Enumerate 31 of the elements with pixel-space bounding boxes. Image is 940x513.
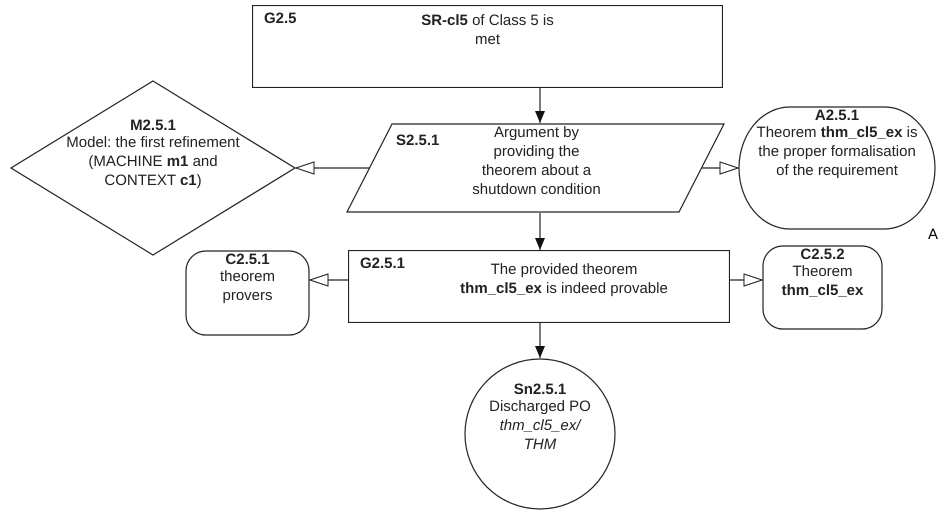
context-box bbox=[185, 250, 310, 336]
node-text: theorem provers bbox=[218, 267, 276, 305]
node-text: Discharged PO bbox=[489, 397, 591, 416]
node-annotation: A bbox=[928, 225, 938, 245]
node-text: SR-cl5 of Class 5 is met bbox=[420, 11, 555, 49]
goal-box bbox=[252, 5, 723, 88]
arrow bbox=[535, 213, 545, 250]
node-text: Theorem thm_cl5_ex is the proper formalisation of the requirement bbox=[756, 123, 918, 180]
strategy-parallelogram bbox=[346, 123, 725, 213]
context-box bbox=[762, 245, 883, 330]
arrow bbox=[535, 323, 545, 358]
goal-box bbox=[348, 250, 730, 323]
node-id: C2.5.2 bbox=[800, 245, 845, 264]
node-id: C2.5.1 bbox=[225, 250, 270, 269]
node-id: M2.5.1 bbox=[130, 116, 176, 135]
node-text: thm_cl5_ex/ THM bbox=[498, 416, 583, 454]
node-text: Model: the first refinement (MACHINE m1 and CONTEXT c1) bbox=[65, 133, 241, 190]
node-text: Theorem thm_cl5_ex bbox=[780, 262, 864, 300]
node-id: G2.5 bbox=[264, 9, 297, 28]
node-text: Argument by providing the theorem about a shutdown condition bbox=[471, 123, 602, 199]
node-id: S2.5.1 bbox=[396, 131, 440, 150]
node-id: G2.5.1 bbox=[360, 254, 406, 273]
arrow bbox=[310, 274, 348, 286]
node-text: The provided theorem thm_cl5_ex is indeed provable bbox=[459, 260, 669, 298]
arrow bbox=[702, 162, 738, 174]
solution-circle bbox=[464, 358, 616, 510]
arrow bbox=[535, 88, 545, 123]
node-id: A2.5.1 bbox=[814, 106, 860, 125]
arrow bbox=[730, 274, 762, 286]
arrow bbox=[296, 162, 369, 174]
node-id: Sn2.5.1 bbox=[514, 380, 566, 399]
